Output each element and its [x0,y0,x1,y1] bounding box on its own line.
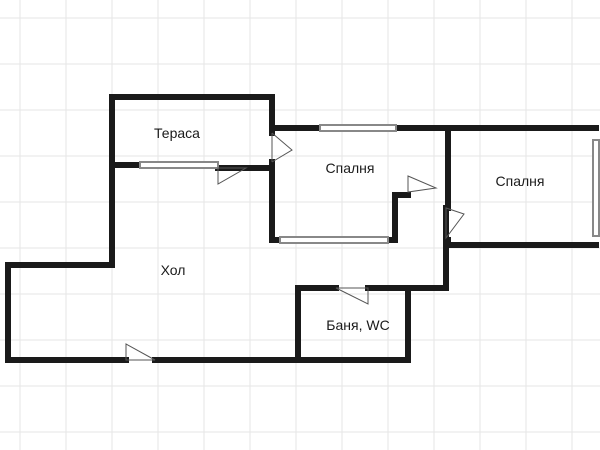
window-terrace-hall [139,161,219,169]
window-bedroom-1 [319,124,397,132]
window-bedroom-1-bottom [279,236,389,244]
door-terrace [271,132,293,163]
terrace-walls [109,94,275,268]
hall-walls [5,237,449,363]
doors [125,132,465,361]
window-bedroom-2 [592,139,600,237]
room-label-hall: Хол [161,262,186,278]
door-bedroom-2 [445,207,465,240]
walls [5,94,599,363]
room-label-terrace: Тераса [154,125,200,141]
door-entrance [125,343,156,361]
door-bedroom-1 [407,175,438,193]
room-label-bedroom-1: Спалня [326,160,375,176]
door-bathroom [335,287,369,305]
bedroom-1-walls [269,125,451,243]
door-terrace-hall [217,167,248,185]
room-label-bedroom-2: Спалня [496,173,545,189]
room-label-bathroom: Баня, WC [326,317,389,333]
windows [139,124,600,244]
